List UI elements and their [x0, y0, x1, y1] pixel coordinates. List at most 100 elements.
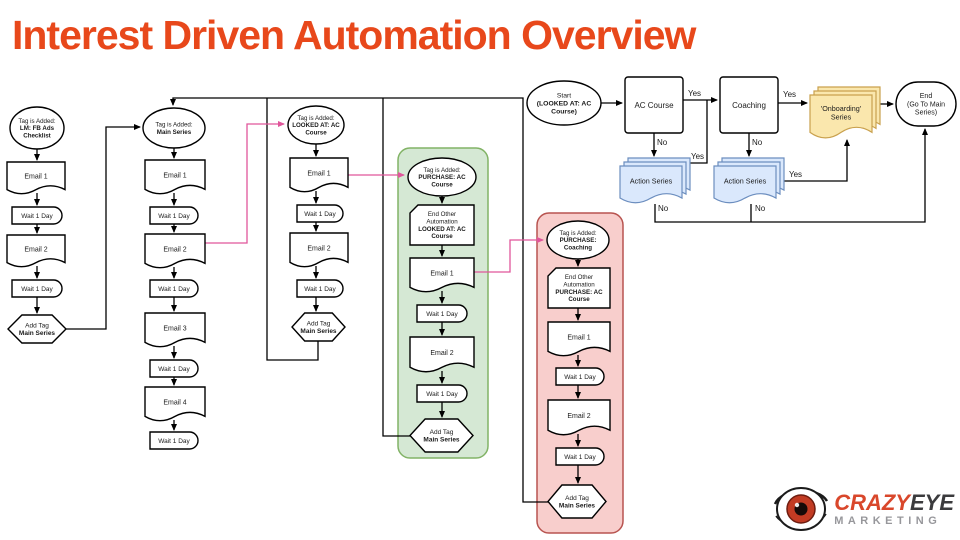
edge-label-no-7: No — [755, 204, 766, 213]
edge-pink-purchase-to-coaching — [474, 237, 544, 273]
node-main-wait-4: Wait 1 Day — [149, 431, 199, 450]
svg-text:Wait 1 Day: Wait 1 Day — [158, 438, 190, 445]
svg-text:Wait 1 Day: Wait 1 Day — [426, 311, 458, 318]
node-looked-wait-1: Wait 1 Day — [296, 204, 344, 223]
svg-text:Email 1: Email 1 — [163, 172, 186, 179]
svg-text:Wait 1 Day: Wait 1 Day — [426, 391, 458, 398]
node-coaching-email-2: Email 2 — [547, 399, 611, 436]
node-lm-email-1: Email 1 — [6, 161, 66, 195]
node-purchase-ac-wait-1: Wait 1 Day — [416, 304, 468, 323]
node-coaching-wait-1: Wait 1 Day — [555, 367, 605, 386]
svg-text:Email 2: Email 2 — [430, 350, 453, 357]
svg-text:Email 2: Email 2 — [567, 413, 590, 420]
node-main-email-1: Email 1 — [144, 159, 206, 195]
node-main-email-2: Email 2 — [144, 233, 206, 269]
edge-label-yes-2: Yes — [691, 152, 704, 161]
node-main-wait-1: Wait 1 Day — [149, 206, 199, 225]
svg-text:Wait 1 Day: Wait 1 Day — [158, 366, 190, 373]
node-looked-wait-2: Wait 1 Day — [296, 279, 344, 298]
node-coaching-email-1: Email 1 — [547, 321, 611, 357]
edge-no-merge-to-end — [654, 128, 928, 223]
node-lm-email-2: Email 2 — [6, 234, 66, 268]
node-main-email-4: Email 4 — [144, 386, 206, 422]
edge-pc-loop-to-main — [170, 97, 548, 503]
svg-text:Tag is Added:PURCHASE:Coaching: Tag is Added:PURCHASE:Coaching — [559, 230, 596, 252]
node-main-wait-3: Wait 1 Day — [149, 359, 199, 378]
node-ac-course-box: AC Course — [624, 76, 684, 134]
svg-text:Email 4: Email 4 — [163, 399, 186, 406]
edge-label-yes-5: Yes — [789, 170, 802, 179]
edge-label-no-6: No — [658, 204, 669, 213]
svg-text:Wait 1 Day: Wait 1 Day — [21, 213, 53, 220]
edge-action2-yes-onboarding — [780, 139, 850, 182]
crazy-eye-marketing-logo: CRAZYEYE MARKETING — [772, 482, 954, 536]
edge-label-yes-0: Yes — [688, 89, 701, 98]
node-action-series-2: Action Series — [713, 157, 785, 204]
svg-text:Wait 1 Day: Wait 1 Day — [304, 286, 336, 293]
node-purchase-ac-email-2: Email 2 — [409, 336, 475, 373]
svg-text:Email 2: Email 2 — [24, 246, 47, 253]
page-title: Interest Driven Automation Overview — [12, 12, 696, 58]
svg-text:Wait 1 Day: Wait 1 Day — [158, 213, 190, 220]
svg-text:Wait 1 Day: Wait 1 Day — [21, 286, 53, 293]
edge-action1-yes-join — [686, 100, 708, 164]
node-lm-wait-1: Wait 1 Day — [11, 206, 63, 225]
node-purchase-ac-email-1: Email 1 — [409, 257, 475, 293]
svg-text:Email 1: Email 1 — [307, 170, 330, 177]
svg-text:Wait 1 Day: Wait 1 Day — [564, 374, 596, 381]
svg-text:Email 2: Email 2 — [163, 246, 186, 253]
node-purchase-coaching-oval: Tag is Added:PURCHASE:Coaching — [546, 220, 610, 260]
edge-lm-loop-to-main — [66, 124, 141, 330]
node-coaching-wait-2: Wait 1 Day — [555, 447, 605, 466]
edge-label-no-3: No — [752, 138, 763, 147]
node-action-series-1: Action Series — [619, 157, 691, 204]
svg-text:Coaching: Coaching — [732, 101, 766, 110]
node-onboarding-series: 'Onboarding'Series — [809, 86, 881, 139]
node-main-oval: Tag is Added:Main Series — [142, 107, 206, 149]
edge-looked-loop — [266, 98, 319, 361]
node-coaching-box: Coaching — [719, 76, 779, 134]
svg-text:Action Series: Action Series — [724, 177, 767, 186]
svg-text:Email 1: Email 1 — [24, 173, 47, 180]
svg-text:AC Course: AC Course — [634, 101, 674, 110]
node-main-email-3: Email 3 — [144, 312, 206, 348]
edge-pac-loop — [382, 98, 410, 437]
eye-icon — [774, 487, 829, 531]
svg-text:'Onboarding'Series: 'Onboarding'Series — [821, 104, 862, 121]
svg-text:Email 1: Email 1 — [567, 334, 590, 341]
svg-text:Email 3: Email 3 — [163, 325, 186, 332]
node-main-wait-2: Wait 1 Day — [149, 279, 199, 298]
svg-text:Tag is Added:Main Series: Tag is Added:Main Series — [155, 122, 192, 136]
svg-text:Email 2: Email 2 — [307, 245, 330, 252]
node-purchase-ac-wait-2: Wait 1 Day — [416, 384, 468, 403]
logo-wordmark: CRAZYEYE — [834, 489, 954, 515]
node-lm-wait-2: Wait 1 Day — [11, 279, 63, 298]
node-looked-email-2: Email 2 — [289, 232, 349, 268]
svg-text:Action Series: Action Series — [630, 177, 673, 186]
edge-label-no-1: No — [657, 138, 668, 147]
svg-text:Wait 1 Day: Wait 1 Day — [564, 454, 596, 461]
node-looked-email-1: Email 1 — [289, 157, 349, 193]
logo-subtitle: MARKETING — [834, 514, 942, 527]
